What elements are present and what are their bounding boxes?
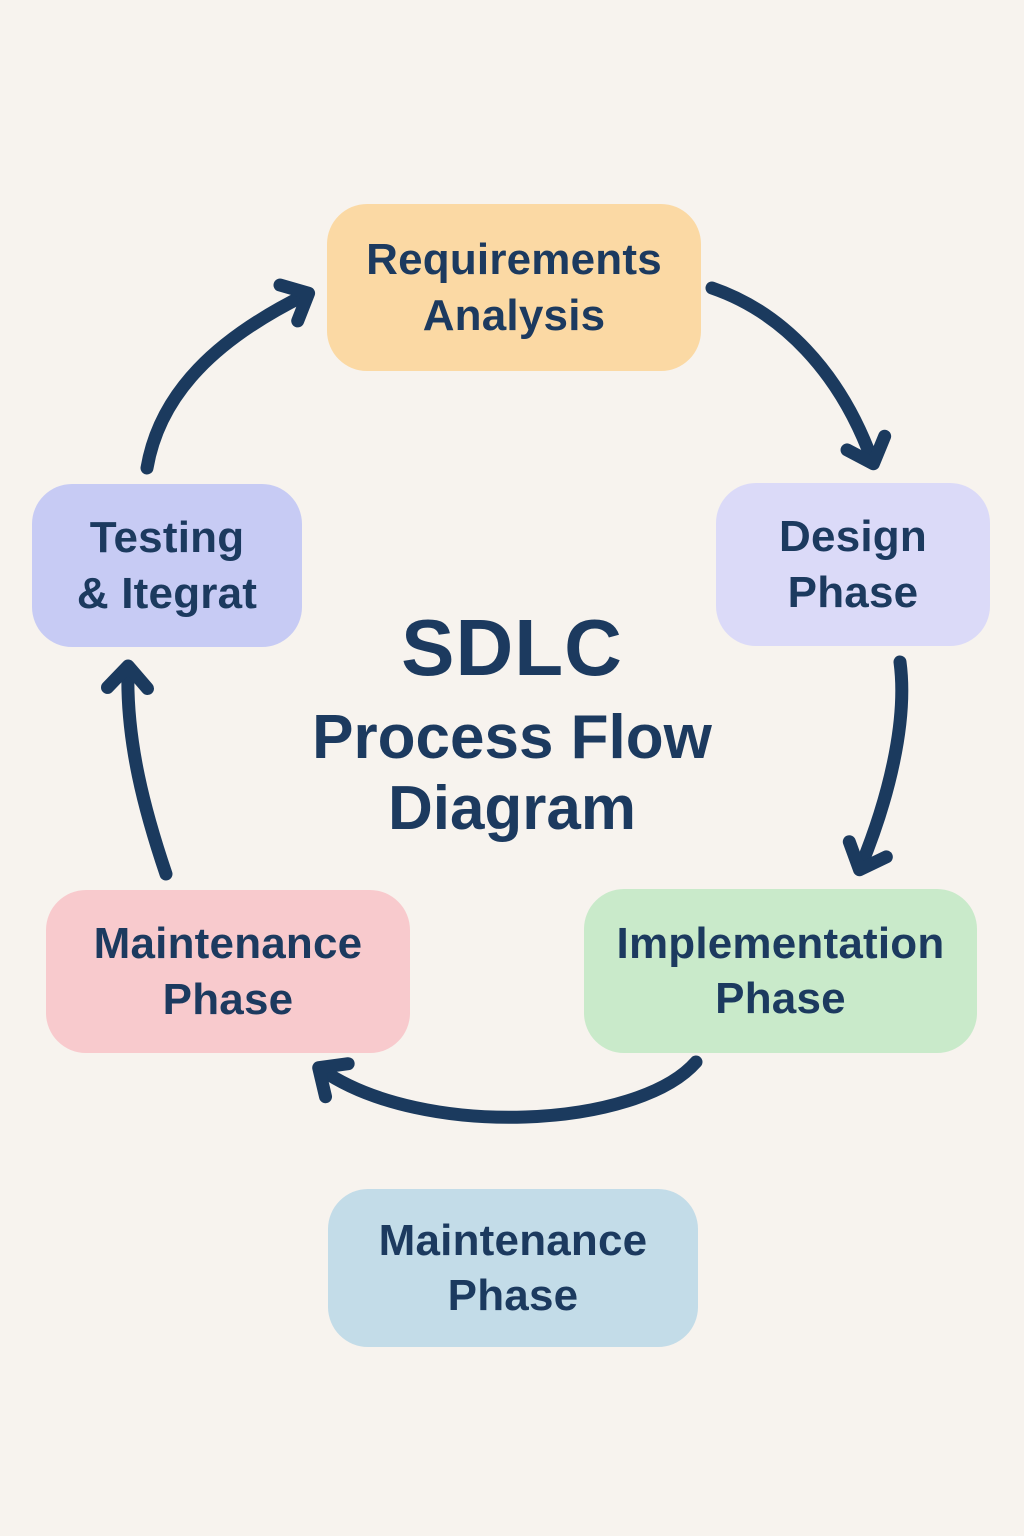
diagram-title-heading: SDLC — [401, 603, 623, 692]
node-maintenance-phase-left: Maintenance Phase — [46, 890, 410, 1053]
node-design-phase: Design Phase — [716, 483, 990, 646]
diagram-title: SDLC Process Flow Diagram — [242, 608, 782, 845]
node-testing-integration: Testing & Itegrat — [32, 484, 302, 647]
arrow-design-to-implementation — [842, 655, 909, 877]
node-requirements-analysis: Requirements Analysis — [327, 204, 701, 371]
arrow-maintenance-to-testing — [101, 659, 173, 881]
arrow-requirements-to-design — [705, 281, 892, 471]
arrow-implementation-to-maintenance — [312, 1055, 703, 1124]
node-maintenance-phase-bottom: Maintenance Phase — [328, 1189, 698, 1347]
diagram-title-subtitle-line1: Process Flow — [312, 703, 712, 772]
diagram-title-subtitle-line2: Diagram — [387, 774, 637, 844]
node-implementation-phase: Implementation Phase — [584, 889, 977, 1053]
arrow-testing-to-requirements — [140, 278, 316, 475]
